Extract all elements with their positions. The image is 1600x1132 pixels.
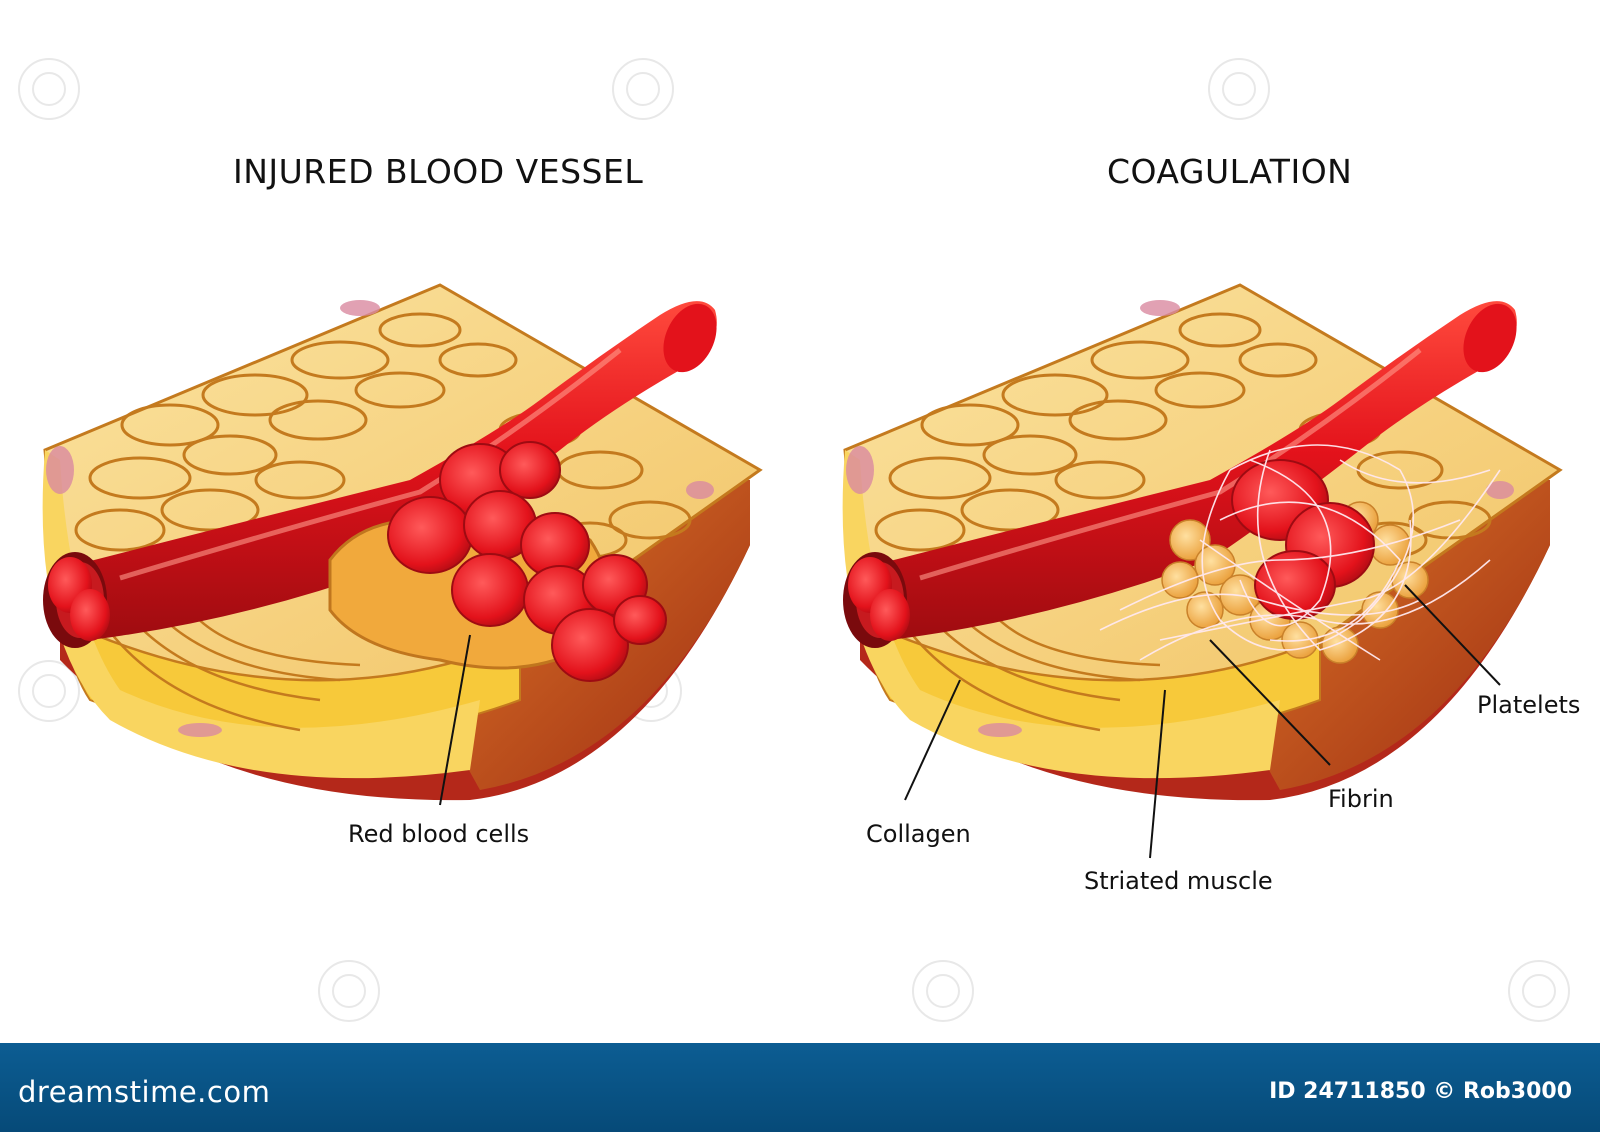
footer-image-id: ID 24711850 © Rob3000 xyxy=(1269,1079,1572,1104)
callout-line-red-blood-cells xyxy=(439,634,471,806)
watermark-swirl-icon xyxy=(1508,960,1570,1022)
panel-title-coagulation: COAGULATION xyxy=(1107,152,1353,191)
label-striated-muscle: Striated muscle xyxy=(1084,867,1273,895)
fibrin-mesh xyxy=(1099,444,1501,661)
vessel-illustration xyxy=(0,283,1562,859)
watermark-swirl-icon xyxy=(1208,58,1270,120)
watermark-swirl-icon xyxy=(912,960,974,1022)
coagulation-illustration xyxy=(843,283,1562,859)
panel-title-injured-vessel: INJURED BLOOD VESSEL xyxy=(233,152,644,191)
stock-footer-bar: dreamstime.com ID 24711850 © Rob3000 xyxy=(0,1043,1600,1132)
label-collagen: Collagen xyxy=(866,820,971,848)
watermark-swirl-icon xyxy=(612,58,674,120)
injured-vessel-illustration xyxy=(43,283,762,806)
watermark-swirl-icon xyxy=(18,660,80,722)
callout-line-collagen xyxy=(904,679,961,801)
watermark-swirl-icon xyxy=(18,58,80,120)
watermark-swirl-icon xyxy=(318,960,380,1022)
red-blood-cell-cluster xyxy=(387,441,667,682)
label-fibrin: Fibrin xyxy=(1328,785,1394,813)
label-platelets: Platelets xyxy=(1477,691,1581,719)
footer-site-name: dreamstime.com xyxy=(18,1075,271,1109)
label-red-blood-cells: Red blood cells xyxy=(348,820,530,848)
callout-line-fibrin xyxy=(1209,639,1331,766)
callout-line-striated-muscle xyxy=(1149,689,1166,859)
callout-line-platelets xyxy=(1404,584,1501,686)
